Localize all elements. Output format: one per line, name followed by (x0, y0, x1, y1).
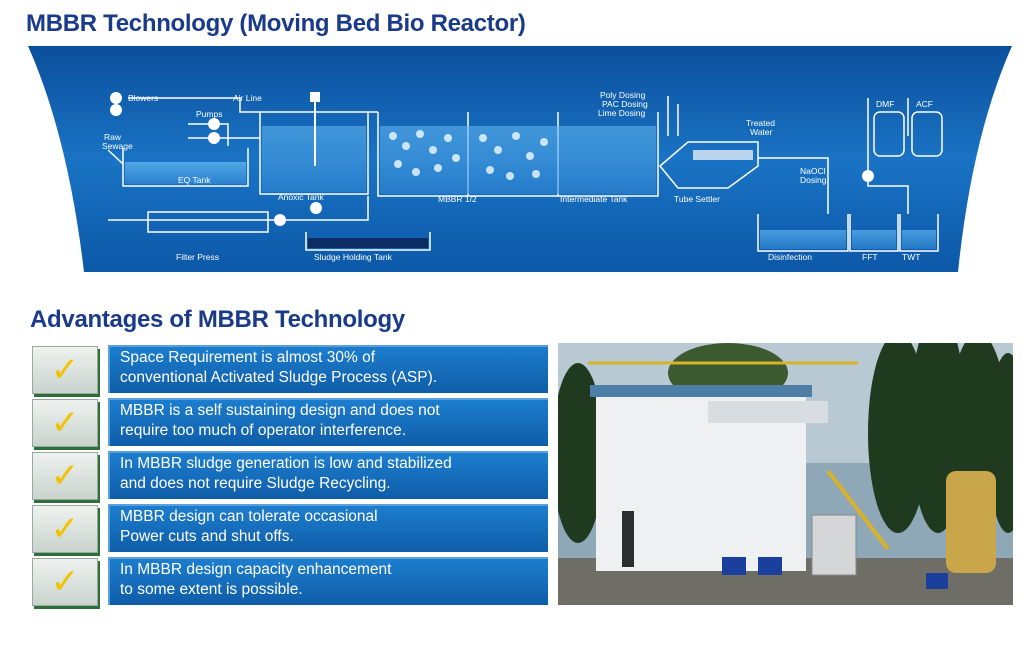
advantage-item: ✓ MBBR design can tolerate occasional Po… (30, 504, 548, 554)
advantages-list: ✓ Space Requirement is almost 30% of con… (30, 345, 548, 610)
checkbox-tile: ✓ (32, 505, 98, 553)
disinfection-tank-outline (757, 214, 849, 252)
label-sewage: Sewage (102, 141, 133, 151)
filter-press-icon (147, 211, 269, 233)
anoxic-tank-outline (259, 112, 369, 195)
advantage-line: require too much of operator interferenc… (120, 422, 407, 439)
checkbox-tile: ✓ (32, 399, 98, 447)
advantage-text: In MBBR sludge generation is low and sta… (108, 451, 548, 499)
advantage-text: MBBR design can tolerate occasional Powe… (108, 504, 548, 552)
label-treated: Treated (746, 118, 775, 128)
label-blowers: Blowers (128, 93, 158, 103)
acf-vessel-icon (911, 111, 943, 157)
advantage-item: ✓ Space Requirement is almost 30% of con… (30, 345, 548, 395)
pump-icon (208, 132, 220, 144)
advantage-line: In MBBR design capacity enhancement (120, 561, 392, 578)
label-eq-tank: EQ Tank (178, 175, 211, 185)
advantage-text: Space Requirement is almost 30% of conve… (108, 345, 548, 393)
storage-tank (946, 471, 996, 573)
label-dmf: DMF (876, 99, 894, 109)
label-anoxic-tank: Anoxic Tank (278, 192, 324, 202)
advantage-line: Power cuts and shut offs. (120, 528, 294, 545)
checkbox-tile: ✓ (32, 346, 98, 394)
label-acf: ACF (916, 99, 933, 109)
pump-icon (862, 170, 874, 182)
advantage-item: ✓ In MBBR sludge generation is low and s… (30, 451, 548, 501)
label-water: Water (750, 127, 773, 137)
tube-settler-plates (693, 150, 753, 160)
label-lime-dosing: Lime Dosing (598, 108, 646, 118)
twt-tank-outline (899, 214, 939, 252)
advantage-line: to some extent is possible. (120, 581, 303, 598)
mbbr-tank-outline (377, 112, 659, 197)
advantage-line: MBBR is a self sustaining design and doe… (120, 402, 440, 419)
label-poly-dosing: Poly Dosing (600, 90, 646, 100)
blower-icon (110, 92, 122, 104)
checkmark-icon: ✓ (50, 456, 80, 496)
page-title: MBBR Technology (Moving Bed Bio Reactor) (26, 10, 526, 37)
eq-tank-outline (122, 148, 249, 187)
mixer-icon (310, 92, 320, 102)
advantage-text: In MBBR design capacity enhancement to s… (108, 557, 548, 605)
label-sludge-holding-tank: Sludge Holding Tank (314, 252, 393, 262)
advantage-line: conventional Activated Sludge Process (A… (120, 369, 438, 386)
label-intermediate-tank: Intermediate Tank (560, 194, 628, 204)
label-tube-settler: Tube Settler (674, 194, 720, 204)
upper-structure (708, 401, 828, 423)
advantage-text: MBBR is a self sustaining design and doe… (108, 398, 548, 446)
advantage-item: ✓ MBBR is a self sustaining design and d… (30, 398, 548, 448)
checkbox-tile: ✓ (32, 558, 98, 606)
label-mbbr: MBBR 1/2 (438, 194, 477, 204)
label-filter-press: Filter Press (176, 252, 219, 262)
dmf-vessel-icon (873, 111, 905, 157)
label-naocl: NaOCl (800, 166, 826, 176)
label-raw: Raw (104, 132, 122, 142)
sludge-tank-outline (305, 232, 431, 251)
label-air-line: Air Line (233, 93, 262, 103)
label-pumps: Pumps (196, 109, 222, 119)
pumps (722, 557, 948, 589)
advantage-line: In MBBR sludge generation is low and sta… (120, 455, 452, 472)
checkbox-tile: ✓ (32, 452, 98, 500)
label-disinfection: Disinfection (768, 252, 812, 262)
worker (622, 511, 634, 567)
fft-tank-outline (849, 214, 899, 252)
advantage-line: and does not require Sludge Recycling. (120, 475, 391, 492)
advantage-item: ✓ In MBBR design capacity enhancement to… (30, 557, 548, 607)
advantage-line: Space Requirement is almost 30% of (120, 349, 376, 366)
pump-icon (274, 214, 286, 226)
building-roof (590, 385, 812, 397)
label-dosing: Dosing (800, 175, 827, 185)
process-diagram: Blowers Air Line Pumps Raw Sewage EQ Tan… (28, 46, 1012, 272)
control-panel (811, 514, 857, 576)
label-fft: FFT (862, 252, 878, 262)
checkmark-icon: ✓ (50, 403, 80, 443)
checkmark-icon: ✓ (50, 562, 80, 602)
checkmark-icon: ✓ (50, 350, 80, 390)
blower-icon (110, 104, 122, 116)
tube-settler-outline (658, 141, 759, 189)
advantage-line: MBBR design can tolerate occasional (120, 508, 378, 525)
plant-photo (558, 343, 1013, 605)
checkmark-icon: ✓ (50, 509, 80, 549)
advantages-title: Advantages of MBBR Technology (30, 306, 405, 333)
label-pac-dosing: PAC Dosing (602, 99, 648, 109)
pump-icon (310, 202, 322, 214)
trees (558, 343, 1013, 543)
label-twt: TWT (902, 252, 920, 262)
pump-icon (208, 118, 220, 130)
